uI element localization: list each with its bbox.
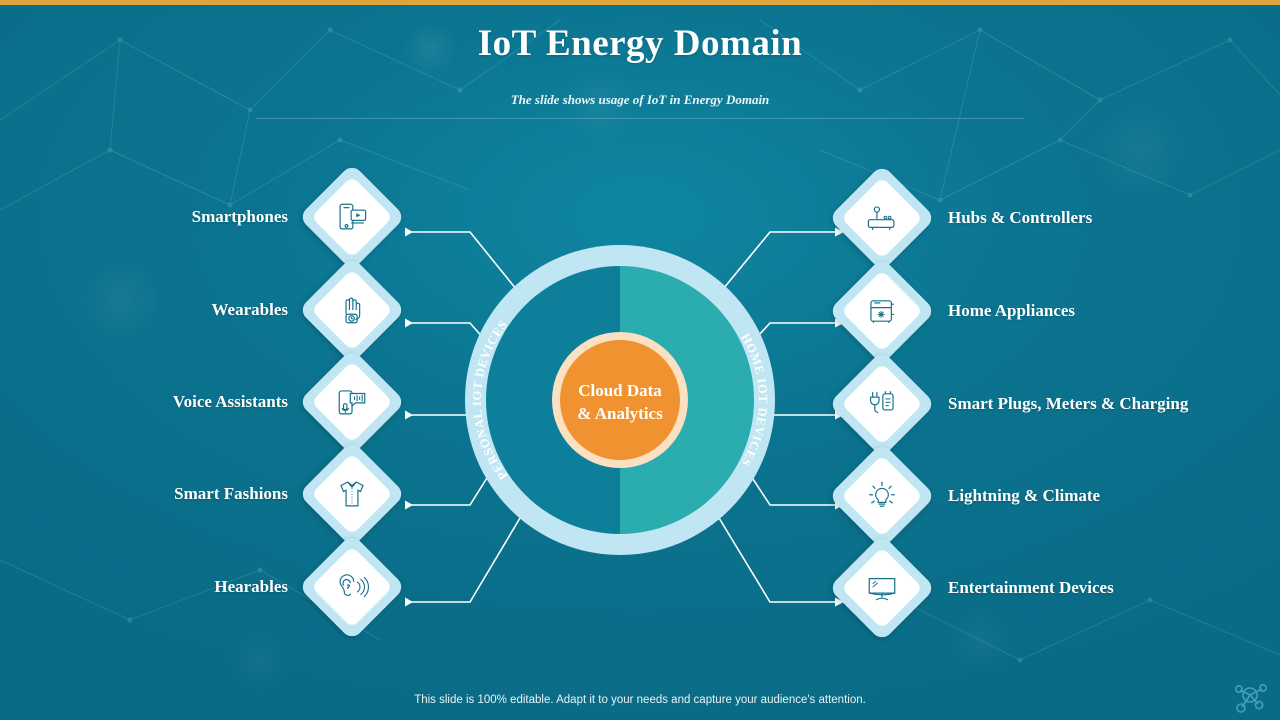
header-divider [256,118,1024,119]
label-lightning-climate: Lightning & Climate [948,486,1101,505]
network-nodes-icon [1234,684,1267,713]
label-smart-fashions: Smart Fashions [174,484,288,503]
page-subtitle: The slide shows usage of IoT in Energy D… [510,92,770,107]
label-home-appliances: Home Appliances [948,301,1076,320]
smartphone-video-icon [314,179,390,255]
ear-sound-icon [314,549,390,625]
connector-left-4 [405,469,493,510]
page-title: IoT Energy Domain [477,23,803,64]
plug-charger-icon [844,366,920,442]
voice-assistant-icon [314,364,390,440]
label-entertainment-devices: Entertainment Devices [948,578,1114,597]
icon-tile-smartphones[interactable] [298,163,406,271]
connector-left-5 [405,512,524,607]
refrigerator-icon [844,273,920,349]
joystick-hub-icon [844,180,920,256]
connector-right-1 [713,227,844,301]
lightbulb-icon [844,458,920,534]
icon-tile-entertainment-devices[interactable] [828,534,936,642]
connector-left-1 [405,227,526,301]
connector-right-5 [715,512,844,607]
icon-tile-voice-assistants[interactable] [298,348,406,456]
core-label-line2: & Analytics [577,404,663,423]
monitor-tv-icon [844,550,920,626]
label-hubs-controllers: Hubs & Controllers [948,208,1093,227]
icon-tile-smart-plugs[interactable] [828,350,936,458]
core-label-line1: Cloud Data [578,381,662,400]
icon-tile-lightning-climate[interactable] [828,442,936,550]
icon-tile-wearables[interactable] [298,256,406,364]
label-smartphones: Smartphones [191,207,288,226]
icon-tile-smart-fashions[interactable] [298,440,406,548]
smartwatch-hand-icon [314,272,390,348]
label-smart-plugs: Smart Plugs, Meters & Charging [948,394,1189,413]
core-circle [560,340,680,460]
footer-note: This slide is 100% editable. Adapt it to… [414,694,866,706]
icon-tile-hubs-controllers[interactable] [828,164,936,272]
smart-shirt-icon [314,456,390,532]
label-hearables: Hearables [214,577,288,596]
icon-tile-hearables[interactable] [298,533,406,641]
accent-top-bar [0,0,1280,5]
icon-tile-home-appliances[interactable] [828,257,936,365]
label-voice-assistants: Voice Assistants [172,392,288,411]
label-wearables: Wearables [211,300,289,319]
connector-right-4 [746,469,844,510]
